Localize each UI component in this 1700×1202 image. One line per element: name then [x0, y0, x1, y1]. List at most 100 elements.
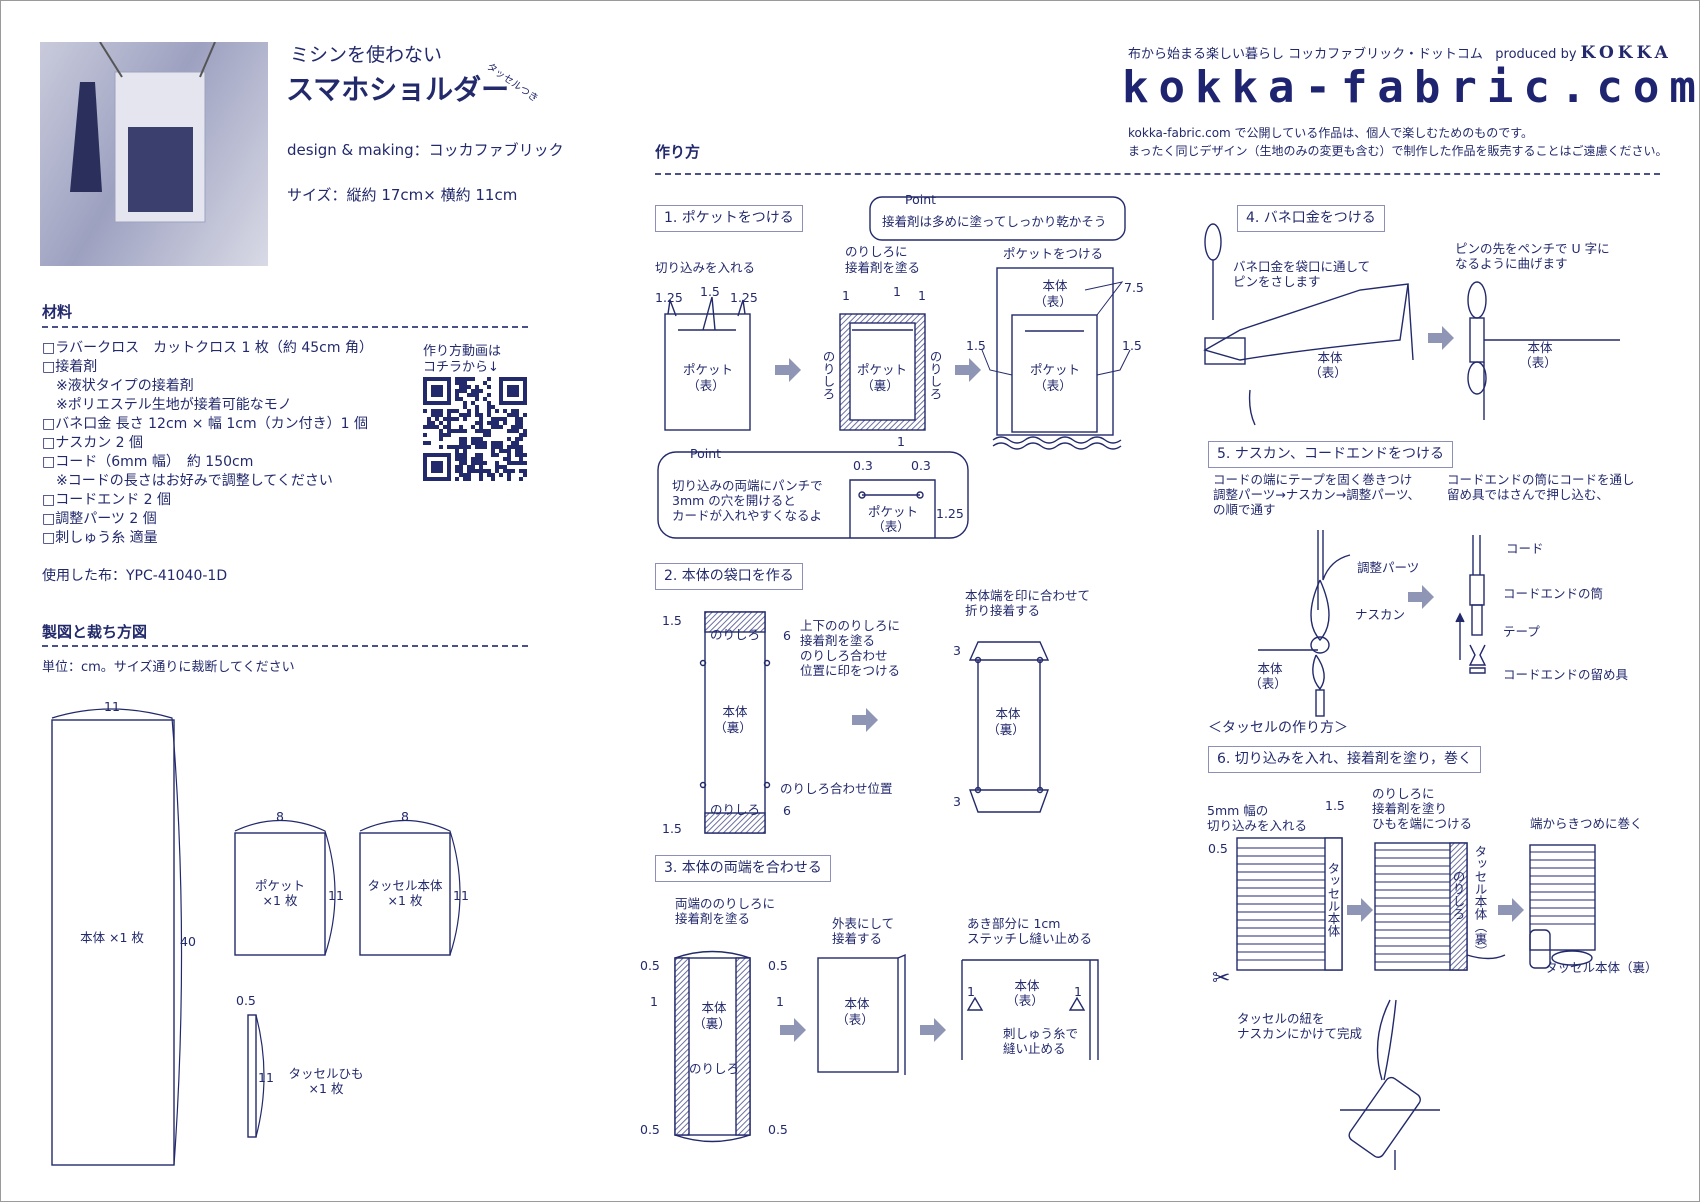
qr-module — [423, 433, 427, 437]
qr-module — [511, 441, 515, 445]
part-label: コードエンドの留め具 — [1503, 667, 1629, 682]
qr-module — [499, 441, 503, 445]
site-logo[interactable]: kokka-fabric.com — [1122, 62, 1700, 113]
qr-module — [523, 473, 527, 477]
product-photo — [40, 42, 268, 266]
qr-module — [511, 409, 515, 413]
step-note: ピンをさします — [1233, 274, 1321, 289]
qr-module — [507, 461, 511, 465]
step-note: バネ口金を袋口に通して — [1233, 259, 1370, 274]
qr-module — [455, 445, 459, 449]
qr-module — [475, 393, 479, 397]
qr-module — [511, 425, 515, 429]
qr-module — [519, 449, 523, 453]
qr-module — [471, 393, 475, 397]
qr-module — [463, 413, 467, 417]
qr-module — [467, 477, 471, 481]
qr-module — [503, 469, 507, 473]
piece-label: （表） — [1034, 378, 1072, 393]
step-note: ひもを端につける — [1372, 816, 1472, 831]
qr-module — [499, 417, 503, 421]
qr-module — [459, 429, 463, 433]
qr-module — [495, 445, 499, 449]
qr-module — [459, 437, 463, 441]
qr-module — [471, 465, 475, 469]
point-text: 3mm の穴を開けると — [672, 493, 796, 508]
cut-lines — [1375, 849, 1450, 963]
qr-module — [507, 453, 511, 457]
qr-module — [459, 385, 463, 389]
dim-label: 1.25 — [730, 290, 758, 305]
piece-label: タッセル本体 — [1326, 862, 1341, 938]
qr-module — [507, 413, 511, 417]
qr-module — [483, 397, 487, 401]
seam-label: のりしろ — [710, 627, 760, 642]
dim-label: 6 — [783, 628, 791, 643]
arrow-right-icon — [1428, 326, 1454, 350]
qr-module — [455, 377, 459, 381]
qr-module — [475, 441, 479, 445]
point-label: Point — [905, 192, 936, 207]
step-note: 接着剤を塗り — [1372, 801, 1447, 816]
qr-module — [459, 465, 463, 469]
qr-module — [507, 477, 511, 481]
qr-module — [503, 421, 507, 425]
qr-module — [483, 433, 487, 437]
qr-module — [455, 389, 459, 393]
piece-count: ×1 枚 — [309, 1081, 344, 1096]
qr-module — [487, 409, 491, 413]
qr-module — [479, 457, 483, 461]
material-item: □コード（6mm 幅） 約 150cm — [42, 454, 254, 470]
qr-module — [467, 445, 471, 449]
qr-module — [487, 401, 491, 405]
dim-label: 40 — [180, 934, 196, 949]
qr-module — [431, 421, 435, 425]
qr-module — [467, 413, 471, 417]
qr-module — [447, 417, 451, 421]
qr-module — [483, 441, 487, 445]
qr-module — [475, 453, 479, 457]
qr-module — [491, 477, 495, 481]
step-note: 接着剤を塗る — [675, 911, 750, 926]
qr-module — [475, 445, 479, 449]
dim-label: 0.5 — [236, 993, 256, 1008]
qr-module — [487, 385, 491, 389]
qr-module — [519, 453, 523, 457]
step-note: 接着剤を塗る — [845, 260, 920, 275]
dim-label: 1.5 — [1325, 798, 1345, 813]
qr-module — [447, 413, 451, 417]
qr-module — [495, 425, 499, 429]
qr-module — [515, 453, 519, 457]
qr-module — [491, 425, 495, 429]
piece-label: （裏） — [987, 722, 1025, 737]
point-box — [869, 196, 1126, 241]
qr-module — [523, 429, 527, 433]
qr-module — [503, 409, 507, 413]
qr-module — [447, 429, 451, 433]
dim-label: 11 — [258, 1070, 274, 1085]
piece-label: 本体 — [1042, 278, 1068, 293]
qr-module — [507, 473, 511, 477]
qr-module — [447, 433, 451, 437]
qr-code[interactable] — [423, 377, 527, 481]
qr-module — [495, 421, 499, 425]
part-label: ナスカン — [1355, 607, 1405, 622]
qr-module — [499, 445, 503, 449]
qr-label-line: 作り方動画は — [423, 344, 502, 359]
qr-module — [487, 473, 491, 477]
material-item: □ラバークロス カットクロス 1 枚（約 45cm 角） — [42, 340, 373, 356]
arrow-right-icon — [955, 358, 981, 382]
seam-label: のりしろ — [689, 1061, 739, 1076]
dim-label: 1 — [967, 984, 975, 999]
qr-module — [451, 409, 455, 413]
qr-module — [479, 461, 483, 465]
qr-module — [507, 429, 511, 433]
divider — [42, 645, 528, 647]
qr-module — [483, 381, 487, 385]
piece-label: （表） — [1034, 294, 1072, 309]
qr-module — [467, 469, 471, 473]
piece-label: 本体 — [1257, 661, 1283, 676]
step-note: 調整パーツ→ナスカン→調整パーツ、 — [1213, 487, 1420, 502]
part-label: テープ — [1503, 624, 1540, 639]
design-credit: design & making：コッカファブリック — [287, 141, 564, 159]
